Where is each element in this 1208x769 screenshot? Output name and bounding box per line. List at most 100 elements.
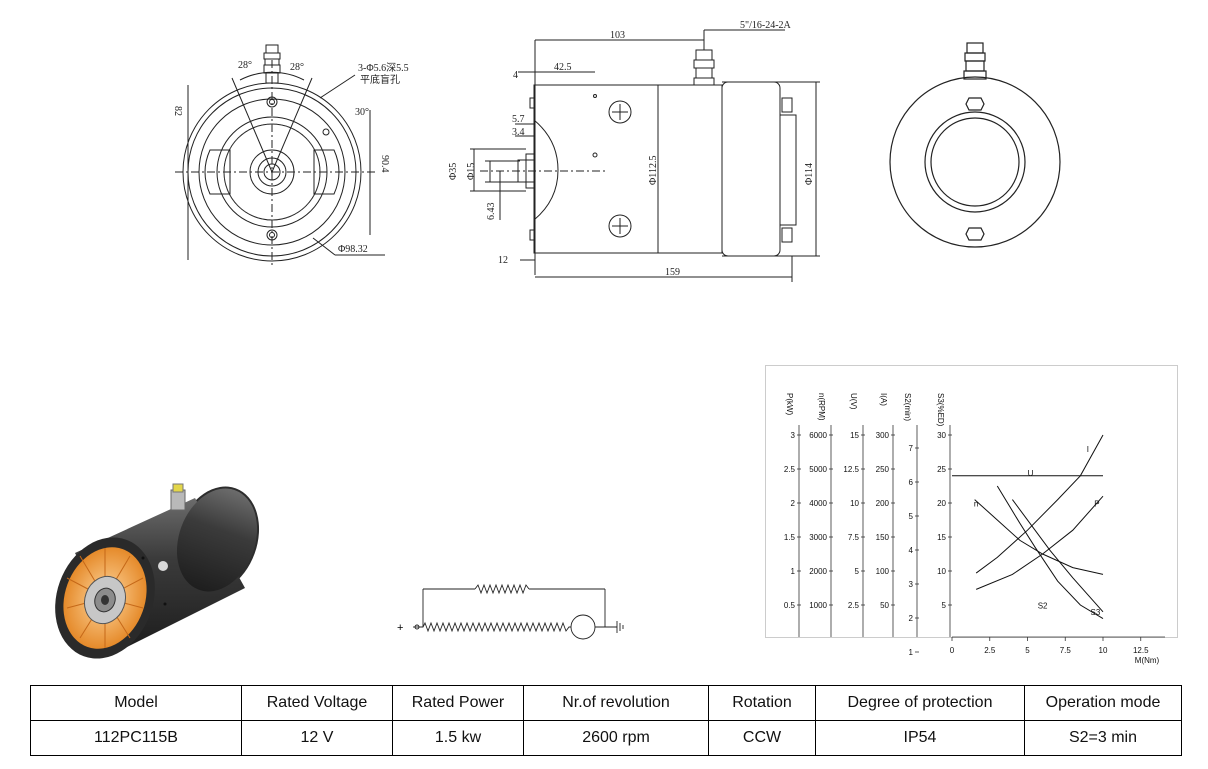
header-rated-power: Rated Power: [392, 685, 524, 721]
dim-103: 103: [610, 30, 625, 41]
chart-axis-label: n(RPM): [817, 393, 826, 421]
chart-axis-label: U(V): [849, 393, 858, 410]
header-rotation: Rotation: [708, 685, 816, 721]
chart-tick-label: 4: [909, 546, 914, 555]
chart-tick-label: 1: [791, 567, 796, 576]
chart-series-line-p: [975, 495, 1104, 590]
dim-phi-15: Φ15: [466, 163, 477, 180]
chart-axis-label: S2(min): [903, 393, 912, 421]
chart-tick-label: 3000: [809, 533, 827, 542]
chart-tick-label: 1000: [809, 601, 827, 610]
dim-angle-right: 28°: [290, 62, 304, 73]
dim-42-5: 42.5: [554, 62, 572, 73]
chart-tick-label: 200: [876, 499, 890, 508]
header-operation-mode: Operation mode: [1024, 685, 1182, 721]
performance-chart: P(kW)32.521.510.5n(RPM)60005000400030002…: [765, 365, 1178, 670]
table-header-row: Model Rated Voltage Rated Power Nr.of re…: [30, 685, 1182, 721]
dim-159: 159: [665, 267, 680, 278]
chart-tick-label: 2: [909, 614, 914, 623]
value-rotation: CCW: [708, 720, 816, 756]
value-operation-mode: S2=3 min: [1024, 720, 1182, 756]
chart-tick-label: 3: [909, 580, 914, 589]
front-view-drawing: 28° 28° 30° 3-Φ5.6深5.5 平底盲孔 82 90.4 Φ98.…: [172, 44, 409, 265]
chart-x-tick-label: 7.5: [1060, 646, 1072, 655]
header-rated-voltage: Rated Voltage: [241, 685, 393, 721]
dim-82: 82: [172, 106, 183, 116]
chart-tick-label: 15: [937, 533, 946, 542]
dim-90-4: 90.4: [379, 155, 390, 173]
chart-axis-label: I(A): [879, 393, 888, 406]
table-row: 112PC115B 12 V 1.5 kw 2600 rpm CCW IP54 …: [30, 720, 1182, 756]
chart-tick-label: 30: [937, 431, 946, 440]
dim-phi-112-5: Φ112.5: [648, 156, 659, 185]
dim-phi-35: Φ35: [448, 163, 459, 180]
chart-tick-label: 2.5: [784, 465, 796, 474]
chart-axis-label: S3(%ED): [936, 393, 945, 427]
spec-table: Model Rated Voltage Rated Power Nr.of re…: [30, 685, 1182, 756]
chart-series-label-i: I: [1087, 445, 1089, 454]
chart-series-line-n: [974, 499, 1104, 575]
chart-x-tick-label: 2.5: [984, 646, 996, 655]
motor-3d-render: [55, 483, 260, 659]
chart-x-tick-label: 0: [950, 646, 955, 655]
chart-series-line-i: [975, 434, 1104, 574]
chart-tick-label: 2000: [809, 567, 827, 576]
header-revolution: Nr.of revolution: [523, 685, 709, 721]
chart-x-tick-label: 10: [1099, 646, 1108, 655]
chart-tick-label: 15: [850, 431, 859, 440]
chart-tick-label: 25: [937, 465, 946, 474]
chart-axis-label: P(kW): [785, 393, 794, 416]
value-model: 112PC115B: [30, 720, 242, 756]
chart-tick-label: 10: [937, 567, 946, 576]
dim-4: 4: [513, 70, 518, 81]
chart-tick-label: 100: [876, 567, 890, 576]
chart-series-label-s3: S3: [1091, 608, 1101, 617]
chart-tick-label: 20: [937, 499, 946, 508]
chart-frame: [765, 365, 1178, 638]
value-rated-voltage: 12 V: [241, 720, 393, 756]
dim-3-4: 3.4: [512, 127, 525, 138]
value-rated-power: 1.5 kw: [392, 720, 524, 756]
chart-tick-label: 6000: [809, 431, 827, 440]
chart-tick-label: 1.5: [784, 533, 796, 542]
dim-98-32: Φ98.32: [338, 244, 368, 255]
dim-5-7: 5.7: [512, 114, 525, 125]
dim-6-43: 6.43: [486, 203, 497, 221]
chart-series-label-n: n: [974, 499, 978, 508]
chart-tick-label: 2.5: [848, 601, 860, 610]
chart-tick-label: 4000: [809, 499, 827, 508]
chart-tick-label: 150: [876, 533, 890, 542]
chart-tick-label: 1: [909, 648, 914, 657]
chart-tick-label: 7: [909, 444, 914, 453]
rear-view-drawing: [889, 42, 1061, 248]
value-revolution: 2600 rpm: [523, 720, 709, 756]
chart-tick-label: 0.5: [784, 601, 796, 610]
chart-tick-label: 250: [876, 465, 890, 474]
dim-12: 12: [498, 255, 508, 266]
chart-series-label-p: P: [1094, 499, 1099, 508]
chart-tick-label: 10: [850, 499, 859, 508]
chart-tick-label: 50: [880, 601, 889, 610]
hole-note-1: 3-Φ5.6深5.5: [358, 62, 409, 74]
wiring-schematic: +: [397, 583, 624, 640]
chart-series-label-s2: S2: [1038, 601, 1048, 610]
hole-note-2: 平底盲孔: [360, 73, 400, 86]
chart-tick-label: 2: [791, 499, 796, 508]
thread-spec: 5"/16-24-2A: [740, 20, 792, 31]
chart-tick-label: 5: [909, 512, 914, 521]
dim-angle-left: 28°: [238, 60, 252, 71]
header-model: Model: [30, 685, 242, 721]
chart-series-line-s2: [996, 485, 1104, 620]
chart-tick-label: 12.5: [843, 465, 859, 474]
dim-angle-side: 30°: [355, 107, 369, 118]
dim-phi-114: Φ114: [804, 163, 815, 185]
chart-tick-label: 5000: [809, 465, 827, 474]
chart-x-tick-label: 12.5: [1133, 646, 1149, 655]
chart-series-line-s3: [1011, 499, 1104, 613]
chart-x-tick-label: 5: [1025, 646, 1030, 655]
chart-tick-label: 300: [876, 431, 890, 440]
chart-tick-label: 6: [909, 478, 914, 487]
value-protection: IP54: [815, 720, 1025, 756]
chart-x-axis-title: M(Nm): [1135, 656, 1160, 665]
chart-tick-label: 5: [855, 567, 860, 576]
